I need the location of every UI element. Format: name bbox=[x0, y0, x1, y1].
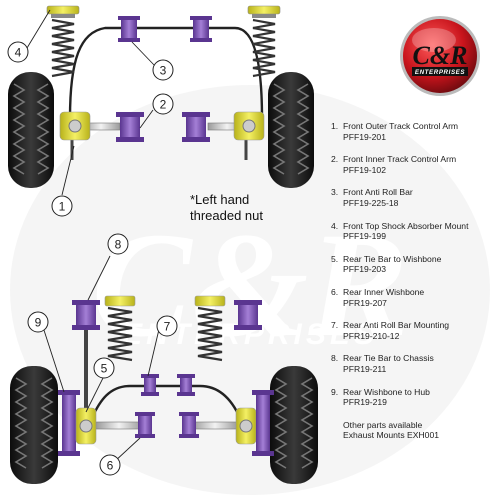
rear-inner-wishbone-bush-left bbox=[135, 412, 155, 438]
callout-4-label: 4 bbox=[15, 46, 22, 60]
front-right-tyre bbox=[268, 72, 314, 188]
rear-tie-bar-wishbone-bush bbox=[75, 407, 97, 445]
other-parts-line-2: Exhaust Mounts EXH001 bbox=[343, 430, 440, 441]
legend-num: 2. bbox=[331, 154, 339, 165]
legend-part-code: PFR19-210-12 bbox=[343, 330, 400, 341]
legend-part-code: PFF19-199 bbox=[343, 231, 386, 242]
front-arb-bush-left bbox=[118, 16, 140, 42]
callout-3: 3 bbox=[152, 59, 174, 81]
note-line-2: threaded nut bbox=[190, 208, 264, 223]
callout-9: 9 bbox=[27, 311, 49, 333]
legend-item: 9. Rear Wishbone to Hub PFR19-219 bbox=[331, 387, 496, 408]
legend-num: 9. bbox=[331, 386, 339, 397]
rear-right-top-mount bbox=[234, 300, 262, 330]
rear-arb-bush-right bbox=[177, 374, 195, 396]
front-inner-bush-right bbox=[182, 112, 210, 142]
watermark-text: C&R bbox=[92, 202, 409, 368]
callout-6: 6 bbox=[99, 454, 121, 476]
rear-anti-roll-bar bbox=[90, 384, 242, 419]
rear-suspension bbox=[10, 295, 318, 484]
other-parts-note: Other parts available Exhaust Mounts EXH… bbox=[331, 420, 496, 441]
left-hand-thread-note: *Left hand threaded nut bbox=[190, 192, 263, 224]
front-arb-bush-right bbox=[190, 16, 212, 42]
legend-part-code: PFF19-225-18 bbox=[343, 197, 399, 208]
front-inner-bush-left bbox=[116, 112, 144, 142]
legend-part-name: Rear Inner Wishbone bbox=[343, 286, 425, 297]
legend-num: 8. bbox=[331, 353, 339, 364]
legend-part-code: PFR19-219 bbox=[343, 397, 387, 408]
callout-9-label: 9 bbox=[35, 316, 42, 330]
callout-1: 1 bbox=[51, 195, 73, 217]
callout-7-label: 7 bbox=[164, 320, 171, 334]
rear-left-wishbone bbox=[95, 421, 143, 430]
legend-item: 7. Rear Anti Roll Bar Mounting PFR19-210-… bbox=[331, 320, 496, 341]
front-left-spring bbox=[46, 5, 80, 78]
legend-part-name: Rear Wishbone to Hub bbox=[343, 386, 430, 397]
note-line-1: *Left hand bbox=[190, 192, 250, 207]
legend-num: 3. bbox=[331, 187, 339, 198]
callout-7: 7 bbox=[156, 315, 178, 337]
legend-part-code: PFF19-203 bbox=[343, 264, 386, 275]
legend-part-name: Rear Anti Roll Bar Mounting bbox=[343, 320, 450, 331]
callout-8-label: 8 bbox=[115, 238, 122, 252]
callout-8: 8 bbox=[107, 233, 129, 255]
legend-part-name: Front Top Shock Absorber Mount bbox=[343, 220, 469, 231]
rear-right-tyre bbox=[270, 366, 318, 484]
legend-num: 7. bbox=[331, 320, 339, 331]
legend-item: 4. Front Top Shock Absorber Mount PFF19-1… bbox=[331, 221, 496, 242]
parts-legend: 1. Front Outer Track Control Arm PFF19-20… bbox=[331, 121, 496, 453]
rear-inner-wishbone-bush-right bbox=[179, 412, 199, 438]
logo-text: C&R bbox=[413, 41, 468, 70]
legend-part-name: Rear Tie Bar to Wishbone bbox=[343, 253, 442, 264]
rear-left-spring bbox=[104, 295, 136, 362]
legend-part-code: PFR19-211 bbox=[343, 363, 387, 374]
callouts: 1 2 3 4 5 6 7 8 bbox=[7, 41, 178, 476]
front-outer-bush-left bbox=[59, 111, 91, 141]
callout-2-label: 2 bbox=[160, 98, 167, 112]
callout-6-label: 6 bbox=[107, 459, 114, 473]
front-left-tyre bbox=[8, 72, 54, 188]
front-right-spring bbox=[247, 5, 281, 78]
logo-subtext: ENTERPRISES bbox=[415, 69, 466, 76]
legend-part-code: PFF19-201 bbox=[343, 131, 386, 142]
other-parts-line-1: Other parts available bbox=[343, 419, 423, 430]
rear-tie-bar-chassis-bush bbox=[72, 300, 100, 420]
rear-right-outer-bush bbox=[235, 390, 274, 456]
legend-part-name: Front Anti Roll Bar bbox=[343, 187, 413, 198]
legend-item: 8. Rear Tie Bar to Chassis PFR19-211 bbox=[331, 353, 496, 374]
callout-5-label: 5 bbox=[101, 362, 108, 376]
front-outer-bush-right bbox=[233, 111, 265, 141]
legend-num: 6. bbox=[331, 286, 339, 297]
front-suspension bbox=[8, 5, 314, 188]
rear-left-tyre bbox=[10, 366, 58, 484]
rear-wishbone-hub-bush-left bbox=[58, 390, 80, 456]
legend-item: 3. Front Anti Roll Bar PFF19-225-18 bbox=[331, 187, 496, 208]
cr-logo: C&R ENTERPRISES bbox=[400, 16, 480, 96]
callout-1-label: 1 bbox=[59, 200, 66, 214]
legend-part-code: PFF19-102 bbox=[343, 164, 386, 175]
legend-part-name: Rear Tie Bar to Chassis bbox=[343, 353, 434, 364]
legend-num: 5. bbox=[331, 253, 339, 264]
legend-part-code: PFR19-207 bbox=[343, 297, 387, 308]
callout-4: 4 bbox=[7, 41, 29, 63]
legend-item: 2. Front Inner Track Control Arm PFF19-10… bbox=[331, 154, 496, 175]
legend-item: 6. Rear Inner Wishbone PFR19-207 bbox=[331, 287, 496, 308]
legend-num: 1. bbox=[331, 121, 339, 131]
legend-num: 4. bbox=[331, 220, 339, 231]
legend-item: 1. Front Outer Track Control Arm PFF19-20… bbox=[331, 121, 496, 142]
legend-item: 5. Rear Tie Bar to Wishbone PFF19-203 bbox=[331, 254, 496, 275]
callout-5: 5 bbox=[93, 357, 115, 379]
rear-arb-bush-left bbox=[141, 374, 159, 396]
legend-part-name: Front Outer Track Control Arm bbox=[343, 121, 459, 131]
legend-part-name: Front Inner Track Control Arm bbox=[343, 154, 457, 165]
callout-2: 2 bbox=[152, 93, 174, 115]
rear-right-wishbone bbox=[191, 421, 239, 430]
callout-lines bbox=[26, 9, 161, 463]
callout-3-label: 3 bbox=[160, 64, 167, 78]
rear-right-spring bbox=[194, 295, 226, 362]
